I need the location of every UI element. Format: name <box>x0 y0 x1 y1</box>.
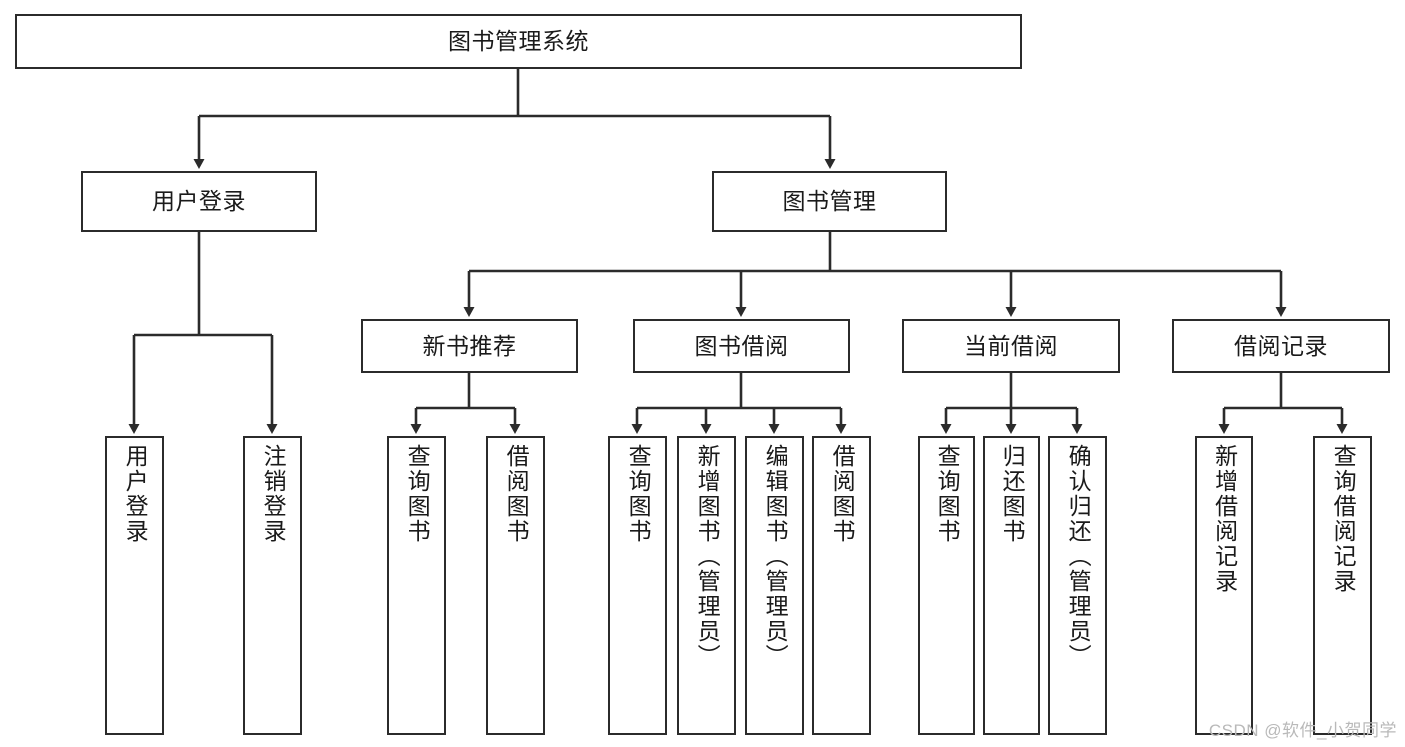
leaf-query-book-rec[interactable]: 查询图书 <box>387 436 446 735</box>
node-current-borrow[interactable]: 当前借阅 <box>902 319 1120 373</box>
leaf-user-logout[interactable]: 注销登录 <box>243 436 302 735</box>
leaf-query-book-rec-label: 查询图书 <box>404 444 431 544</box>
node-book-borrow[interactable]: 图书借阅 <box>633 319 850 373</box>
leaf-add-borrow-record-label: 新增借阅记录 <box>1211 444 1238 594</box>
leaf-add-book-admin-label: 新增图书（管理员） <box>694 444 721 669</box>
leaf-query-book-borrow[interactable]: 查询图书 <box>608 436 667 735</box>
leaf-borrow-book-label: 借阅图书 <box>829 444 856 544</box>
node-new-book-recommend[interactable]: 新书推荐 <box>361 319 578 373</box>
leaf-return-book-label: 归还图书 <box>999 444 1026 544</box>
node-current-borrow-label: 当前借阅 <box>964 332 1058 359</box>
leaf-query-borrow-record-label: 查询借阅记录 <box>1330 444 1357 594</box>
node-borrow-record[interactable]: 借阅记录 <box>1172 319 1390 373</box>
node-user-login[interactable]: 用户登录 <box>81 171 317 232</box>
node-user-login-label: 用户登录 <box>152 188 246 215</box>
node-root[interactable]: 图书管理系统 <box>15 14 1022 69</box>
leaf-edit-book-admin-label: 编辑图书（管理员） <box>762 444 789 669</box>
node-book-manage-label: 图书管理 <box>782 188 877 215</box>
leaf-user-login-label: 用户登录 <box>122 444 149 544</box>
leaf-add-borrow-record[interactable]: 新增借阅记录 <box>1195 436 1253 735</box>
leaf-return-book[interactable]: 归还图书 <box>983 436 1040 735</box>
node-new-book-recommend-label: 新书推荐 <box>422 332 517 359</box>
node-book-borrow-label: 图书借阅 <box>694 332 789 359</box>
leaf-confirm-return-admin[interactable]: 确认归还（管理员） <box>1048 436 1107 735</box>
leaf-query-borrow-record[interactable]: 查询借阅记录 <box>1313 436 1372 735</box>
leaf-query-book-borrow-label: 查询图书 <box>625 444 652 544</box>
leaf-borrow-book-rec-label: 借阅图书 <box>503 444 530 544</box>
node-borrow-record-label: 借阅记录 <box>1234 332 1328 359</box>
leaf-borrow-book-rec[interactable]: 借阅图书 <box>486 436 545 735</box>
leaf-confirm-return-admin-label: 确认归还（管理员） <box>1065 444 1092 669</box>
leaf-edit-book-admin[interactable]: 编辑图书（管理员） <box>745 436 804 735</box>
leaf-add-book-admin[interactable]: 新增图书（管理员） <box>677 436 736 735</box>
watermark: CSDN @软件_小贺同学 <box>1208 721 1397 740</box>
leaf-query-book-cur[interactable]: 查询图书 <box>918 436 975 735</box>
leaf-user-logout-label: 注销登录 <box>260 444 287 544</box>
leaf-query-book-cur-label: 查询图书 <box>934 444 961 544</box>
node-book-manage[interactable]: 图书管理 <box>712 171 947 232</box>
node-root-label: 图书管理系统 <box>448 28 589 55</box>
leaf-user-login[interactable]: 用户登录 <box>105 436 164 735</box>
leaf-borrow-book[interactable]: 借阅图书 <box>812 436 871 735</box>
